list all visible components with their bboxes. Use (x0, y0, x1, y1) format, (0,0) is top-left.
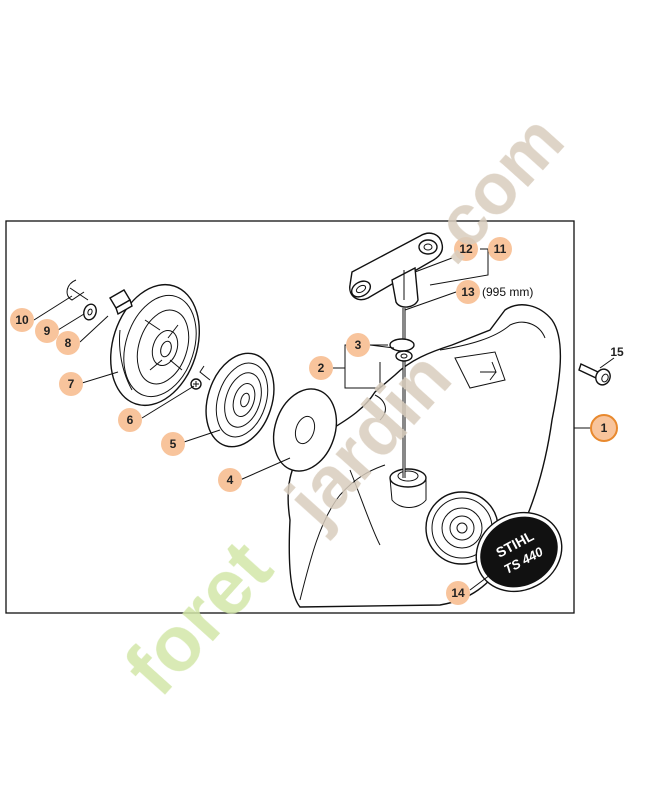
callout-label: 8 (65, 336, 72, 350)
callout-label: 14 (451, 586, 465, 600)
callout-9: 9 (35, 319, 59, 343)
leader-lines (33, 248, 615, 591)
callout-14: 14 (446, 581, 470, 605)
callout-6: 6 (118, 408, 142, 432)
callout-label: 4 (227, 473, 234, 487)
callout-label: 9 (44, 324, 51, 338)
callout-15: 15 (610, 345, 624, 359)
rope-length-note: (995 mm) (482, 285, 533, 299)
callout-11: 11 (488, 237, 512, 261)
callout-label: 10 (15, 313, 29, 327)
callout-13: 13 (456, 280, 480, 304)
callout-7: 7 (59, 372, 83, 396)
brand-badge: STIHL TS 440 (475, 511, 563, 593)
fillister-screw (578, 363, 611, 386)
callout-8: 8 (56, 331, 80, 355)
callout-label: 13 (461, 285, 475, 299)
callout-label: 15 (610, 345, 624, 359)
washer-small (83, 303, 97, 321)
callout-label: 12 (459, 242, 473, 256)
washer (272, 388, 338, 472)
rope-rotor (109, 283, 201, 407)
callout-5: 5 (161, 432, 185, 456)
callout-10: 10 (10, 308, 34, 332)
callout-label: 5 (170, 437, 177, 451)
watermark-foret: foret (107, 524, 288, 712)
callout-label: 3 (355, 338, 362, 352)
pawl (109, 289, 133, 316)
callout-2: 2 (309, 356, 333, 380)
callout-4: 4 (218, 468, 242, 492)
diagram-frame (5, 220, 575, 614)
callout-label: 2 (318, 361, 325, 375)
spring-clip (66, 279, 89, 301)
callout-label: 1 (601, 421, 608, 435)
callout-1: 1 (590, 414, 618, 442)
callout-label: 7 (68, 377, 75, 391)
rewind-spring (199, 352, 275, 448)
callout-label: 6 (127, 413, 134, 427)
starter-grip (349, 232, 444, 308)
callout-3: 3 (346, 333, 370, 357)
callout-12: 12 (454, 237, 478, 261)
callout-label: 11 (494, 242, 507, 256)
rope-bushing (389, 338, 415, 362)
